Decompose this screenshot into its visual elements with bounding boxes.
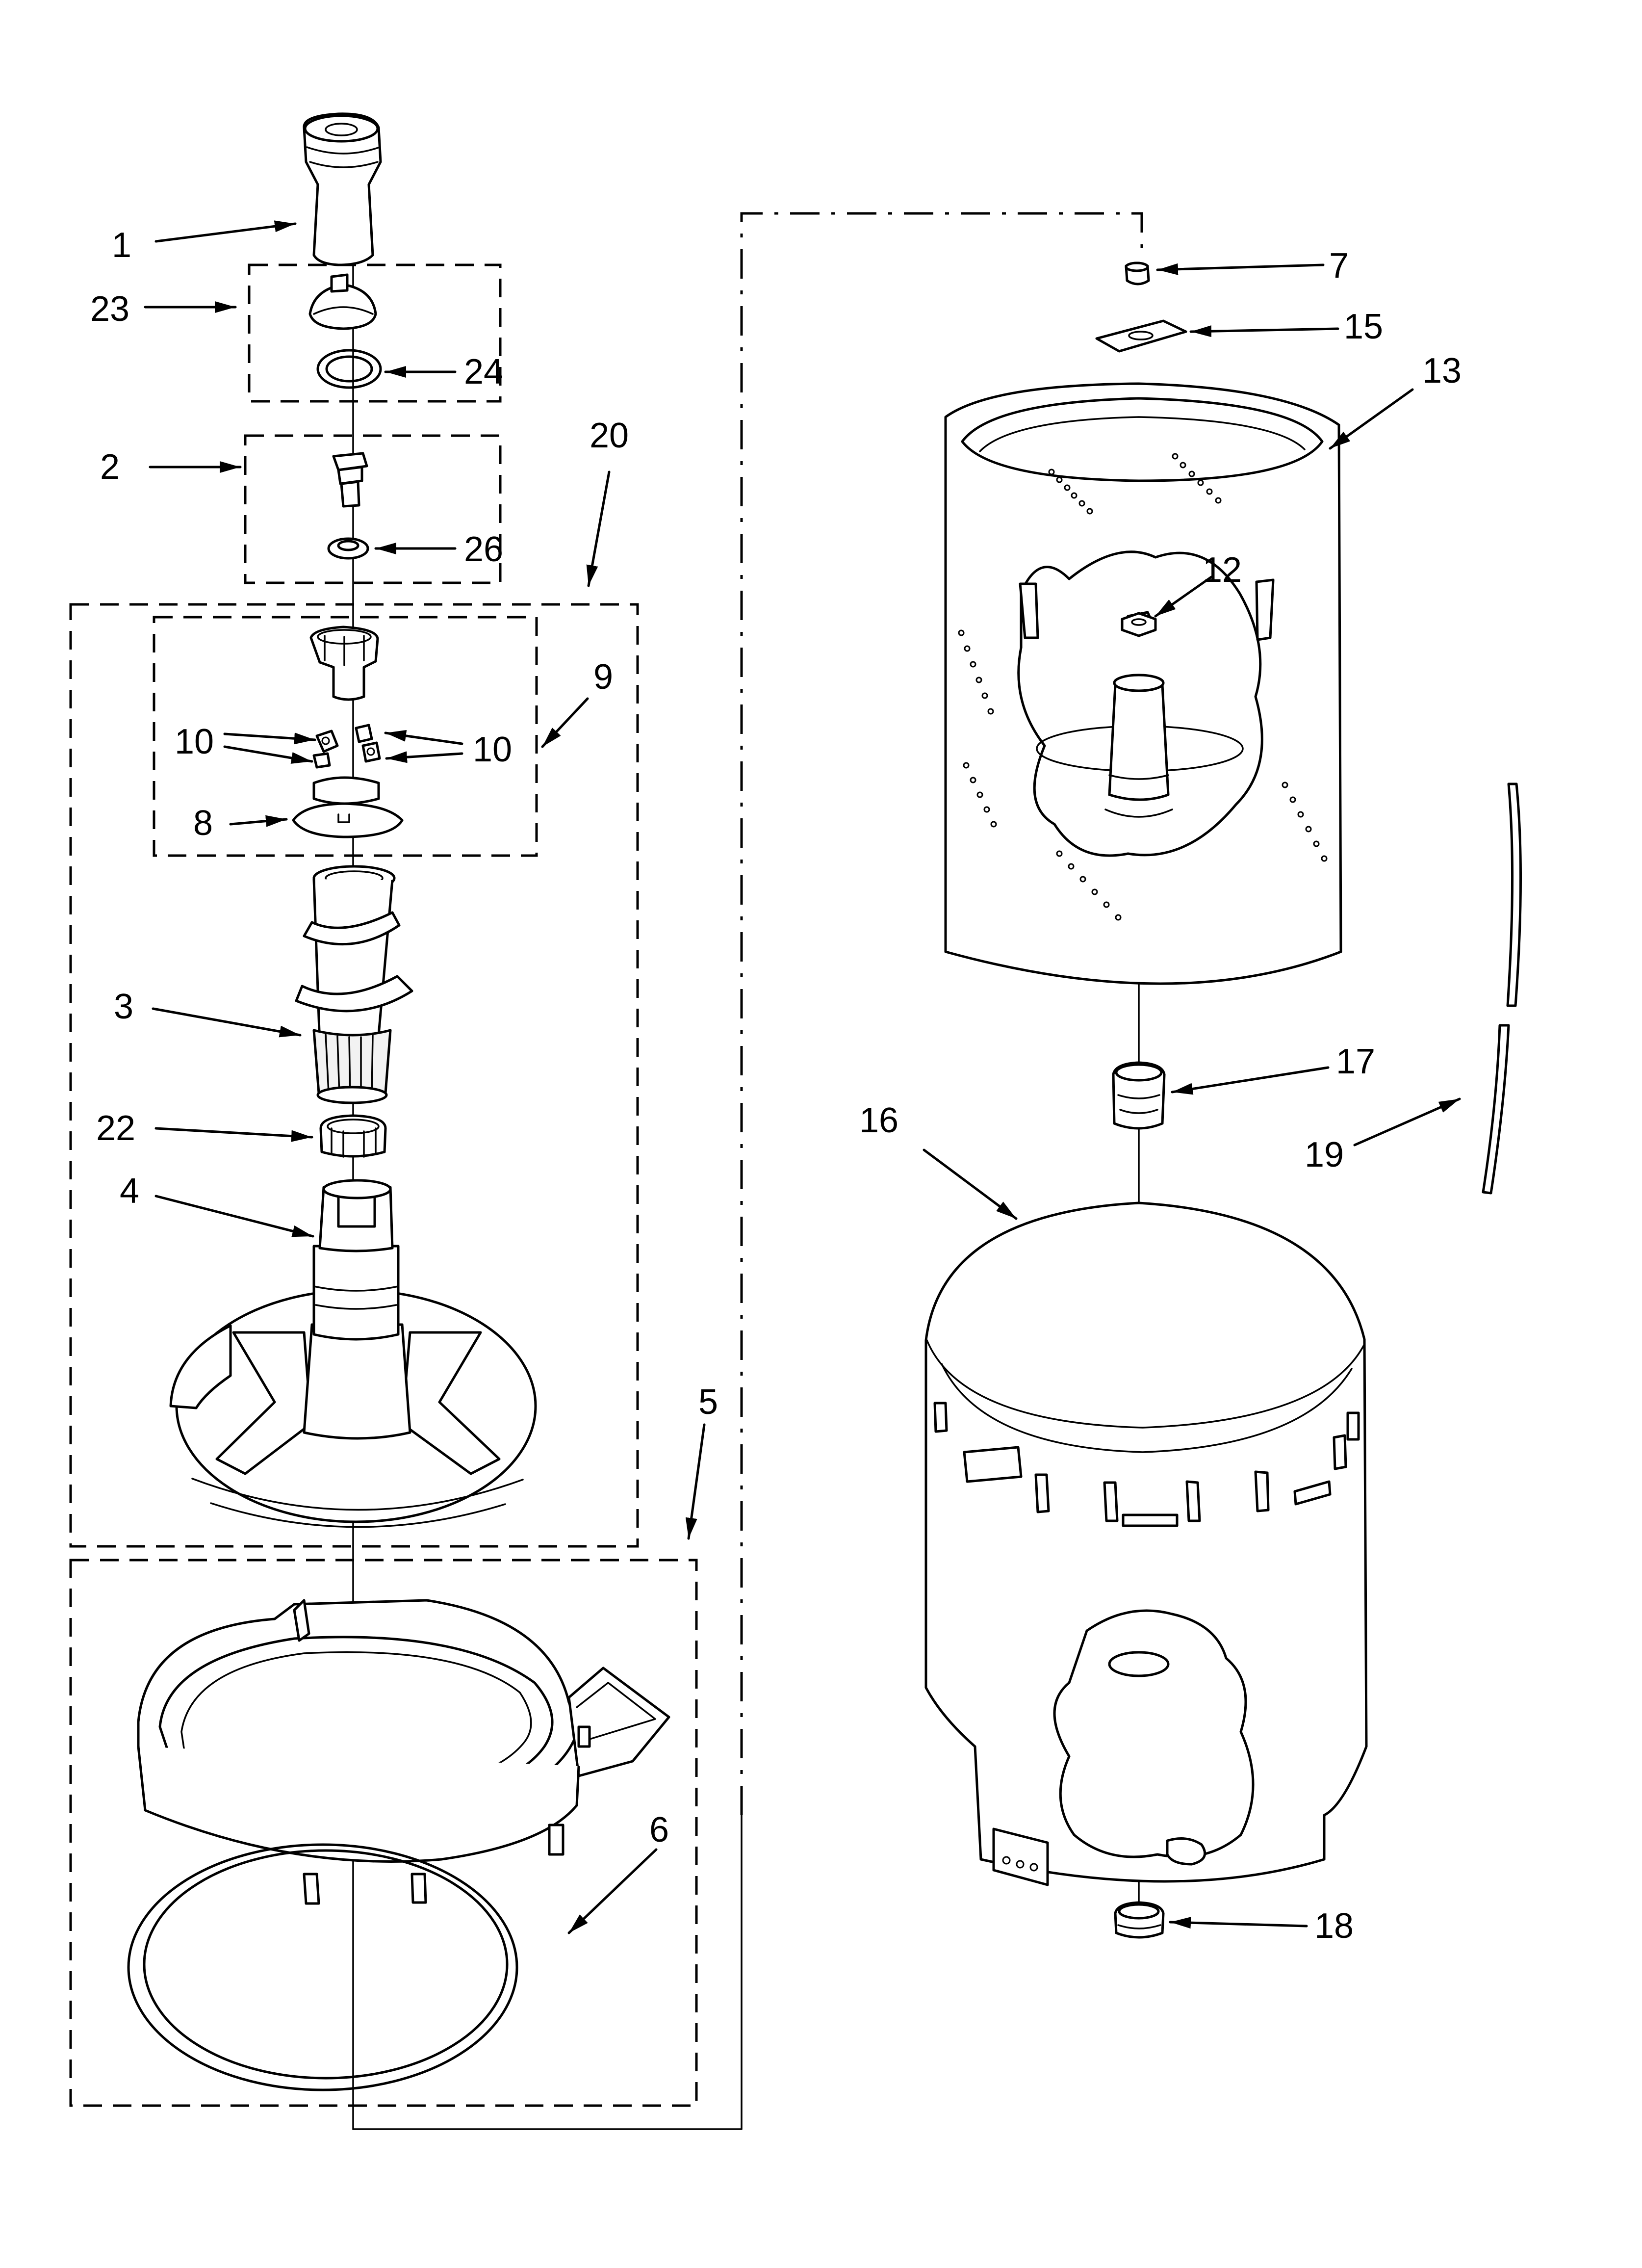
callout-24: 24 (464, 352, 503, 391)
part-2-bolt (332, 452, 368, 508)
callout-7: 7 (1329, 246, 1349, 286)
part-15-pad (1095, 319, 1187, 353)
callout-22: 22 (96, 1109, 135, 1148)
part-7-clip (1125, 261, 1150, 286)
part-9-cam-hub (309, 626, 379, 701)
callout-4: 4 (120, 1172, 139, 1211)
callout-13: 13 (1422, 351, 1462, 391)
callout-8: 8 (193, 804, 213, 843)
part-6-tub-seal (127, 1843, 518, 2091)
callout-19: 19 (1305, 1135, 1344, 1174)
callout-12: 12 (1203, 550, 1242, 590)
part-10-dogs (312, 724, 381, 769)
callout-labels: 1 2 3 4 5 6 7 8 9 10 10 12 13 15 16 17 1… (90, 226, 1462, 1946)
group-box-2 (244, 434, 502, 584)
part-19-hose (1482, 782, 1522, 1195)
part-26-washer (327, 537, 369, 560)
callout-5: 5 (698, 1382, 718, 1422)
part-18-grommet (1114, 1901, 1165, 1939)
part-3-auger (295, 865, 413, 1104)
part-16-outer-tub (924, 1201, 1368, 1886)
callout-6: 6 (649, 1810, 669, 1850)
callout-20: 20 (590, 416, 629, 455)
part-22-bearing (319, 1114, 387, 1158)
callout-16: 16 (859, 1101, 898, 1140)
leader-lines (144, 220, 1461, 1934)
callout-18: 18 (1314, 1906, 1354, 1946)
callout-15: 15 (1344, 307, 1383, 346)
callout-23: 23 (90, 289, 129, 329)
callout-2: 2 (100, 447, 120, 487)
callout-3: 3 (114, 987, 133, 1026)
tub-ribs (933, 1402, 1360, 1527)
callout-10-right: 10 (473, 730, 512, 769)
group-box-5 (69, 1559, 698, 2107)
callout-9: 9 (593, 657, 613, 697)
group-box-9 (153, 616, 538, 857)
part-17-drive-block (1112, 1061, 1166, 1130)
part-24-o-ring (316, 349, 382, 389)
basket-perforations (958, 453, 1328, 921)
group-boxes (69, 263, 698, 2107)
group-box-23 (248, 263, 502, 403)
part-23-cap (308, 273, 377, 330)
part-12-nut (1121, 612, 1157, 637)
part-1-dispenser-cup (303, 112, 382, 266)
part-13-spin-basket (944, 382, 1342, 985)
callout-1: 1 (112, 226, 131, 265)
callout-17: 17 (1336, 1042, 1375, 1081)
group-box-20 (69, 603, 639, 1548)
part-4-agitator (169, 1179, 537, 1528)
callout-26: 26 (464, 530, 503, 569)
part-5-tub-ring (137, 1599, 670, 1905)
part-8-dog-ring (292, 776, 404, 838)
callout-10-left: 10 (175, 722, 214, 761)
